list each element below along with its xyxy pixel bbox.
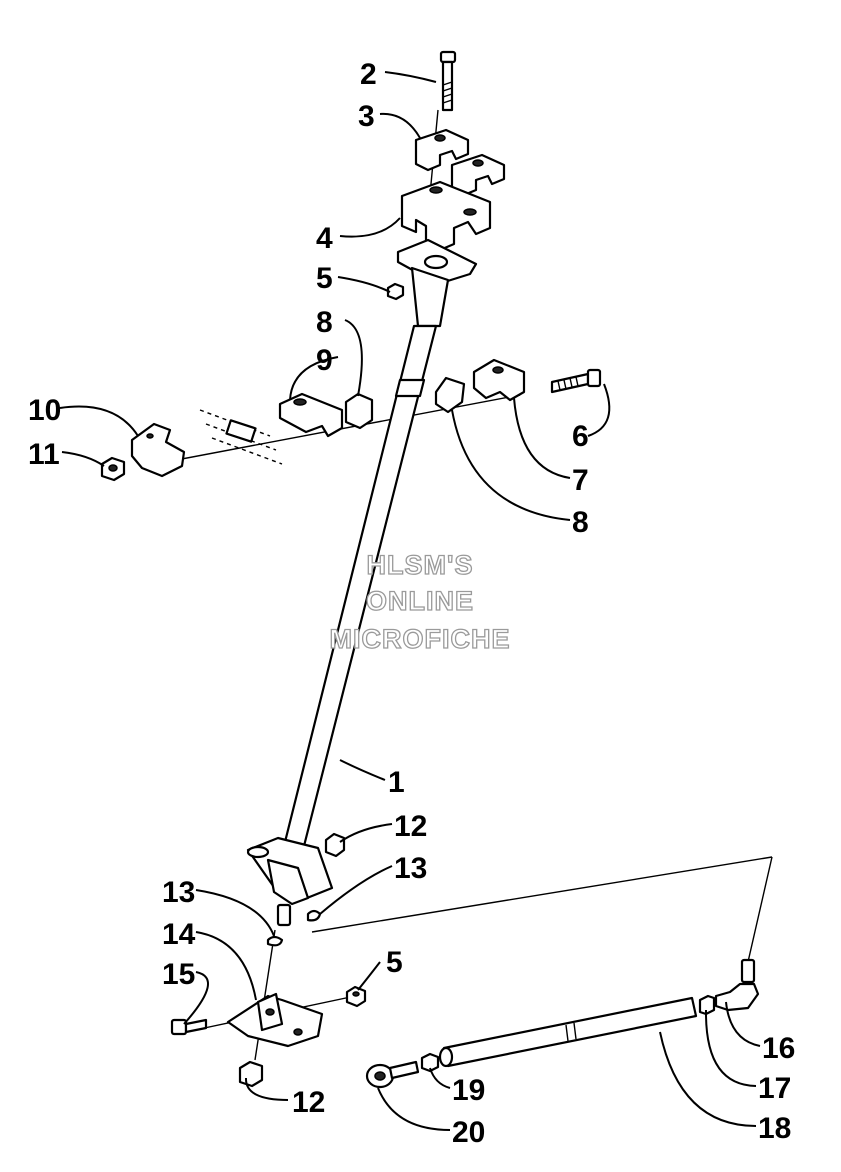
bolt-part-2: [439, 50, 457, 112]
callout-13-right: 13: [394, 852, 427, 885]
callout-12-lower: 12: [292, 1086, 325, 1119]
callout-labels: 2 3 4 5 8 9 10 11 6 7 8 1 12 13 13 14 15…: [28, 58, 795, 1149]
jam-nut-part-17: [698, 994, 716, 1016]
watermark-line-1: HLSM'S: [367, 550, 474, 580]
bracket-part-10: [130, 422, 186, 478]
callout-3: 3: [358, 100, 375, 133]
cotter-pin-part-13-left: [266, 935, 284, 947]
callout-12-upper: 12: [394, 810, 427, 843]
callout-9: 9: [316, 344, 333, 377]
watermark-line-2: ONLINE: [366, 586, 474, 616]
callout-10: 10: [28, 394, 61, 427]
callout-14: 14: [162, 918, 196, 951]
bearing-bracket-part-14: [226, 992, 324, 1048]
jam-nut-part-19: [420, 1052, 440, 1073]
callout-13-left: 13: [162, 876, 195, 909]
nut-part-11: [100, 456, 126, 482]
tie-rod-end-part-16: [714, 958, 760, 1012]
handlebar-block-part-4: [400, 180, 492, 252]
bushing-part-8-left: [344, 392, 374, 430]
callout-5-lower: 5: [386, 946, 403, 979]
callout-4: 4: [316, 222, 333, 255]
leader-lines: [59, 71, 761, 1131]
callout-6: 6: [572, 420, 589, 453]
callout-15: 15: [162, 958, 195, 991]
nut-part-5-lower: [345, 985, 367, 1008]
nut-part-5-upper: [386, 282, 405, 301]
watermark: HLSM'S ONLINE MICROFICHE: [329, 549, 511, 654]
callout-8-lower: 8: [572, 506, 589, 539]
steering-post-part-1: [246, 238, 478, 927]
callout-18: 18: [758, 1112, 791, 1145]
callout-19: 19: [452, 1074, 485, 1107]
handlebar-clamp-part-3: [414, 128, 506, 197]
switch-housing-dashed: [199, 409, 283, 465]
callout-16: 16: [762, 1032, 795, 1065]
centerlines: [149, 109, 773, 1061]
callout-20: 20: [452, 1116, 485, 1149]
cotter-pin-part-13-right: [306, 909, 322, 922]
clamp-part-7: [472, 358, 526, 402]
nut-part-12-lower: [238, 1060, 264, 1088]
watermark-line-3: MICROFICHE: [330, 624, 511, 654]
callout-5-upper: 5: [316, 262, 333, 295]
clamp-block-part-9: [278, 392, 344, 438]
bolt-part-6: [550, 368, 602, 394]
callout-17: 17: [758, 1072, 791, 1105]
callout-8-upper: 8: [316, 306, 333, 339]
callout-11: 11: [28, 438, 60, 471]
tie-rod-part-18: [438, 996, 698, 1068]
callout-2: 2: [360, 58, 377, 91]
nut-part-12-upper: [324, 832, 346, 858]
bushing-part-8-right: [434, 376, 466, 414]
tie-rod-end-part-20: [365, 1060, 420, 1089]
bolt-part-15: [170, 1018, 208, 1036]
callout-1: 1: [388, 766, 405, 799]
callout-7: 7: [572, 464, 589, 497]
